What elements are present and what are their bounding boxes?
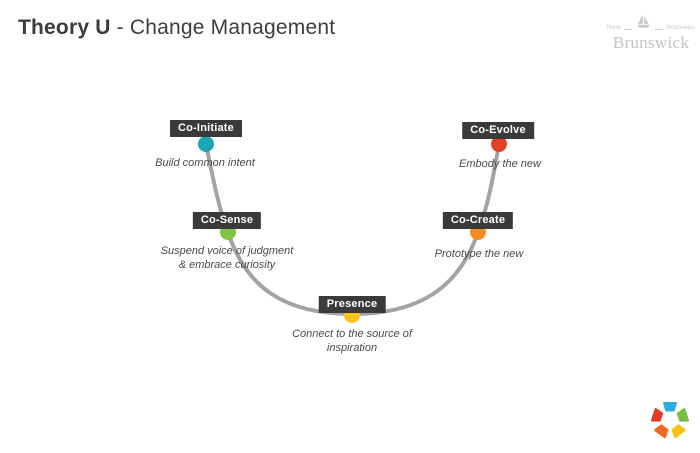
- pinwheel-petal-yellow: [671, 424, 686, 439]
- dot-co-initiate: [198, 136, 214, 152]
- logo-word-brunswick: Brunswick: [612, 32, 690, 52]
- new-brunswick-logo: New Nouveau Brunswick: [604, 13, 698, 51]
- logo-word-new: New: [606, 24, 622, 31]
- pinwheel-petal-green: [676, 408, 689, 422]
- page-title-rest: - Change Management: [110, 16, 336, 39]
- pinwheel-logo-icon: [651, 402, 689, 439]
- pinwheel-petal-blue: [663, 402, 677, 412]
- pinwheel-petal-red: [651, 408, 664, 422]
- stage-label-co-sense: Co-Sense: [192, 212, 262, 229]
- stage-description-co-sense: Suspend voice of judgment & embrace curi…: [160, 245, 294, 272]
- stage-description-co-initiate: Build common intent: [155, 157, 255, 169]
- stage-label-co-evolve: Co-Evolve: [462, 122, 534, 139]
- stage-label-co-initiate: Co-Initiate: [170, 120, 242, 137]
- logo-word-nouveau: Nouveau: [666, 24, 696, 31]
- pinwheel-petal-orange: [654, 424, 669, 439]
- stage-description-presence: Connect to the source of inspiration: [292, 328, 412, 355]
- logo-rule-right: [655, 28, 664, 30]
- dot-co-evolve: [491, 136, 507, 152]
- page-title-bold: Theory U: [18, 16, 111, 39]
- stage-description-co-evolve: Embody the new: [459, 158, 541, 170]
- stage-label-co-create: Co-Create: [442, 212, 514, 229]
- stage-description-co-create: Prototype the new: [434, 248, 524, 260]
- ship-icon: [635, 13, 652, 34]
- page-title: Theory U - Change Management: [18, 16, 335, 40]
- new-brunswick-logo-top: New Nouveau: [604, 13, 698, 34]
- stage-label-presence: Presence: [318, 296, 386, 313]
- logo-rule-left: [624, 28, 633, 30]
